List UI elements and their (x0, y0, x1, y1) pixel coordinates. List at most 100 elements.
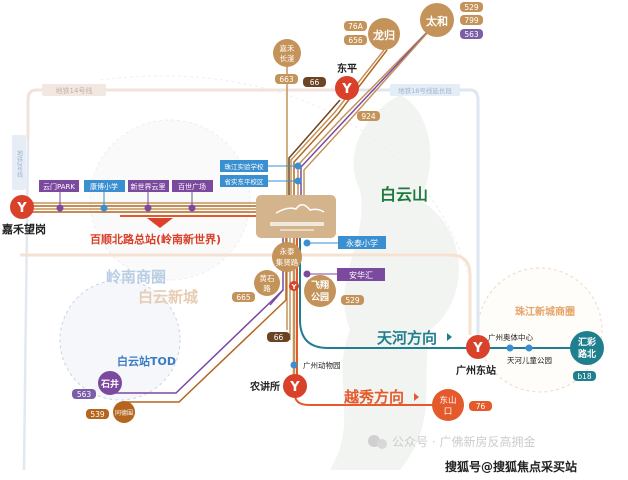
svg-text:663: 663 (279, 75, 294, 84)
area-lingnan: 岭南商圈 (106, 268, 166, 286)
svg-text:Y: Y (472, 341, 483, 356)
poi-label: 珠江实验学校 (225, 162, 265, 171)
stop-label: 路北 (578, 348, 596, 360)
poi-zhujiang-school[interactable]: 珠江实验学校 (220, 160, 302, 172)
route-badge-563: 563 (72, 389, 96, 399)
poi-kangbo-school[interactable]: 康博小学 (84, 180, 125, 212)
metro-small-icon: Y (289, 281, 299, 291)
bus-stop-dongshankou[interactable]: 东山 口 (432, 389, 464, 421)
station-dongping[interactable]: Y 东平 (335, 62, 359, 100)
svg-text:563: 563 (77, 390, 92, 399)
svg-text:越秀方向: 越秀方向 (343, 388, 404, 406)
route-badge-539: 539 (86, 409, 109, 419)
poi-label: 新世界云里 (131, 182, 166, 191)
svg-text:563: 563 (464, 30, 479, 39)
station-jiahewanggang[interactable]: Y 嘉禾望岗 (1, 195, 46, 236)
area-zhujiang: 珠江新城商圈 (515, 305, 575, 318)
route-badge-665: 665 (232, 292, 255, 302)
svg-text:799: 799 (464, 16, 479, 25)
stop-label: 汇彩 (578, 336, 596, 348)
stop-label: 龙归 (372, 28, 395, 42)
svg-text:529: 529 (345, 296, 360, 305)
direction-tianhe: 天河方向 (377, 329, 452, 347)
stop-label: 长滏 (280, 53, 295, 63)
route-badge-656: 656 (344, 35, 367, 45)
route-badge-76A: 76A (344, 21, 367, 31)
svg-text:656: 656 (348, 36, 363, 45)
direction-yuexiu: 越秀方向 (343, 388, 419, 406)
poi-children-park[interactable]: 天河儿童公园 (507, 344, 552, 366)
poi-yongtai-school[interactable]: 永泰小学 (303, 236, 387, 249)
bus-stop-longgui[interactable]: 龙归 (368, 18, 400, 50)
tod-area-circle (59, 279, 181, 401)
metro-line-18: 地铁18号线延长段 (355, 84, 480, 335)
poi-baishi-plaza[interactable]: 百世广场 (172, 180, 213, 212)
big-arc (99, 75, 471, 281)
route-badge-529-top: 529 (460, 2, 483, 12)
route-badge-76: 76 (469, 401, 492, 411)
line14-label: 地铁14号线 (56, 86, 93, 95)
poi-yunmen-park[interactable]: 云门PARK (39, 180, 79, 212)
poi-new-world-yunli[interactable]: 新世界云里 (128, 180, 169, 212)
project-logo (256, 195, 336, 238)
bus-stop-shijing[interactable]: 石井 (98, 371, 122, 395)
stop-label: 太和 (425, 14, 448, 28)
svg-text:66: 66 (274, 333, 284, 342)
stop-label: 飞翔 (311, 279, 329, 291)
stop-label: 东山 (439, 395, 456, 406)
svg-text:76A: 76A (348, 22, 364, 31)
bus-stop-huangshi[interactable]: 黄石 路 (254, 270, 280, 296)
metro-icon (10, 195, 34, 219)
stop-label: 嘉禾 (280, 43, 295, 53)
stop-label: 石井 (100, 378, 119, 390)
bus-stop-huicai[interactable]: 汇彩 路北 (570, 331, 604, 365)
svg-text:665: 665 (236, 293, 251, 302)
metro-icon (283, 374, 307, 398)
bus-stop-taihe[interactable]: 太和 (420, 3, 454, 37)
line18-label: 地铁18号线延长段 (398, 86, 452, 95)
svg-text:公众号 · 广佛新房反高拥金: 公众号 · 广佛新房反高拥金 (392, 434, 535, 449)
station-nongjiangsuo[interactable]: Y 农讲所 (249, 374, 307, 398)
metro-line-14: 地铁14号线 (26, 84, 340, 140)
route-badge-924: 924 (357, 111, 380, 121)
sohu-watermark: 搜狐号@搜狐焦点采买站 (445, 459, 577, 474)
poi-label: 百世广场 (178, 182, 206, 191)
stop-label: 黄石 (260, 273, 275, 283)
bus-stop-jiahe-changdi[interactable]: 嘉禾 长滏 (273, 39, 301, 67)
metro-line-2: 地铁2号线 (12, 135, 30, 471)
baiyun-mountain-area (330, 95, 459, 470)
metro-icon (335, 76, 359, 100)
stop-label: 同德围 (115, 409, 133, 417)
svg-text:76: 76 (476, 402, 486, 411)
stop-label: 路 (263, 283, 271, 293)
station-guangzhou-east[interactable]: Y 广州东站 (456, 335, 496, 377)
poi-label: 安华汇 (349, 270, 373, 280)
station-label: 东平 (337, 62, 357, 75)
svg-text:529: 529 (464, 3, 479, 12)
line2-label: 地铁2号线 (16, 149, 23, 178)
bus-stop-yongtai[interactable]: 永泰 集贤路 (272, 242, 302, 272)
poi-shengshi-dongping[interactable]: 省实东平校区 (220, 175, 302, 187)
poi-label: 广州动物园 (303, 360, 341, 370)
area-baiyunshan: 白云山 (380, 185, 428, 204)
metro-icon (466, 335, 490, 359)
poi-guangzhou-zoo[interactable]: 广州动物园 (290, 360, 341, 370)
poi-label: 云门PARK (43, 182, 75, 191)
poi-label: 广州奥体中心 (488, 332, 533, 342)
terminal-marker-icon (147, 218, 173, 228)
poi-label: 康博小学 (90, 182, 118, 191)
route-badge-563-top: 563 (460, 29, 483, 39)
svg-text:b18: b18 (577, 372, 592, 381)
station-label: 广州东站 (456, 364, 496, 377)
svg-text:539: 539 (90, 410, 105, 419)
stop-label: 口 (444, 407, 453, 417)
poi-olympic-center[interactable]: 广州奥体中心 (488, 332, 533, 352)
stop-label: 集贤路 (276, 257, 299, 267)
poi-anhuahui[interactable]: 安华汇 (303, 268, 386, 281)
bus-stop-tongdewei[interactable]: 同德围 (113, 401, 135, 423)
poi-label: 天河儿童公园 (507, 355, 552, 365)
bus-stop-feixiang[interactable]: 飞翔 公园 (304, 275, 336, 307)
lingnan-area-circle (89, 119, 251, 281)
poi-label: 永泰小学 (346, 238, 378, 248)
